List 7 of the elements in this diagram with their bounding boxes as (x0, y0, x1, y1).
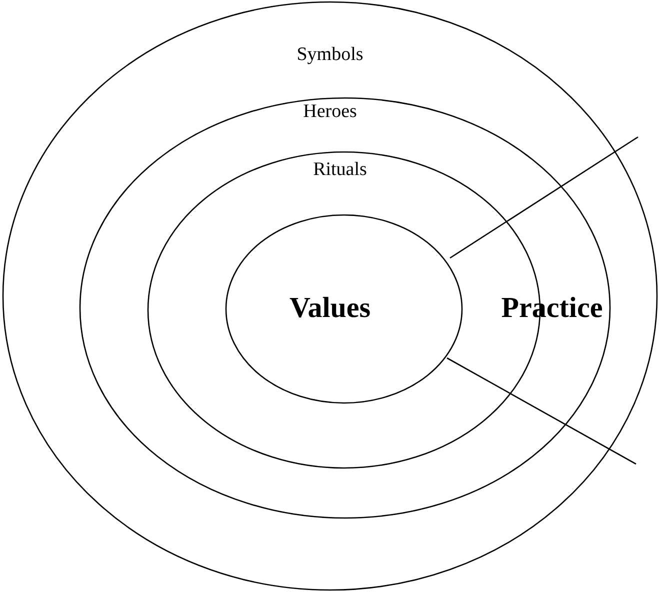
layer-label: Rituals (313, 159, 367, 181)
ellipse-ring (3, 2, 657, 590)
ellipse-ring (80, 98, 610, 518)
ellipse-ring (226, 215, 462, 403)
core-label: Values (289, 291, 371, 325)
layer-label: Symbols (296, 44, 364, 66)
layer-label: Heroes (303, 101, 357, 123)
